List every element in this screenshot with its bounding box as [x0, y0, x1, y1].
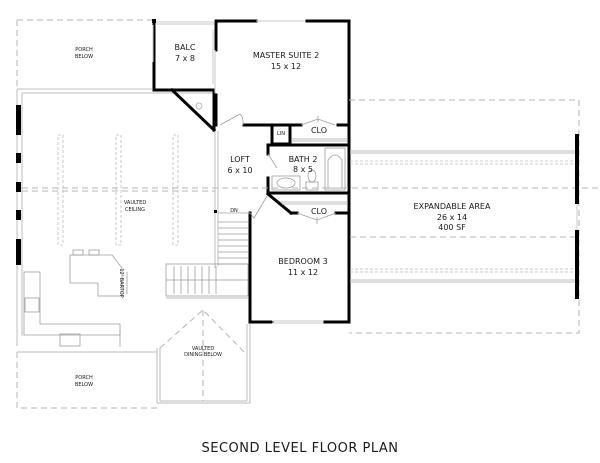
expandable-area	[349, 99, 580, 334]
loft-label: LOFT	[230, 155, 250, 164]
vaulted-room	[16, 89, 600, 347]
porch-top-region	[16, 19, 216, 94]
porch-bottom-region	[16, 351, 157, 409]
master-suite-label: MASTER SUITE 2	[253, 51, 319, 60]
master-suite-dims: 15 x 12	[271, 62, 301, 71]
expandable-label: EXPANDABLE AREA	[414, 202, 491, 211]
expandable-dims: 26 x 14	[437, 213, 467, 222]
bedroom3-dims: 11 x 12	[288, 268, 318, 277]
balc-dims: 7 x 8	[175, 54, 195, 63]
vaulted-ceiling-sublabel: CEILING	[125, 207, 145, 213]
balcony	[152, 19, 217, 133]
balc-label: BALC	[174, 43, 195, 52]
expandable-area-sf: 400 SF	[438, 223, 466, 232]
porch-top-sublabel: BELOW	[75, 54, 93, 60]
vaulted-dining-sublabel: DINING BELOW	[184, 352, 222, 358]
vaulted-ceiling-label: VAULTED	[124, 200, 146, 206]
stairs-dn-label: DN	[230, 208, 238, 214]
loft-stairs	[165, 131, 250, 299]
porch-bottom-sublabel: BELOW	[75, 382, 93, 388]
bath2-dims: 8 x 5	[293, 165, 313, 174]
bedroom-closet	[265, 191, 351, 224]
bath2-label: BATH 2	[289, 155, 318, 164]
bedroom-3	[248, 195, 351, 324]
plan-title: SECOND LEVEL FLOOR PLAN	[202, 441, 399, 456]
porch-bottom-label: PORCH	[75, 375, 93, 381]
vaulted-dining	[156, 309, 251, 404]
bedroom3-label: BEDROOM 3	[278, 257, 327, 266]
bath-2	[266, 143, 351, 195]
porch-top-label: PORCH	[75, 47, 93, 53]
lin-label: LIN	[277, 131, 285, 137]
clo-bed-label: CLO	[311, 207, 327, 216]
loft-dims: 6 x 10	[227, 166, 252, 175]
clo-master-label: CLO	[311, 126, 327, 135]
bartop-label: 12' BARTOP	[118, 268, 124, 297]
vaulted-dining-label: VAULTED	[192, 346, 214, 352]
